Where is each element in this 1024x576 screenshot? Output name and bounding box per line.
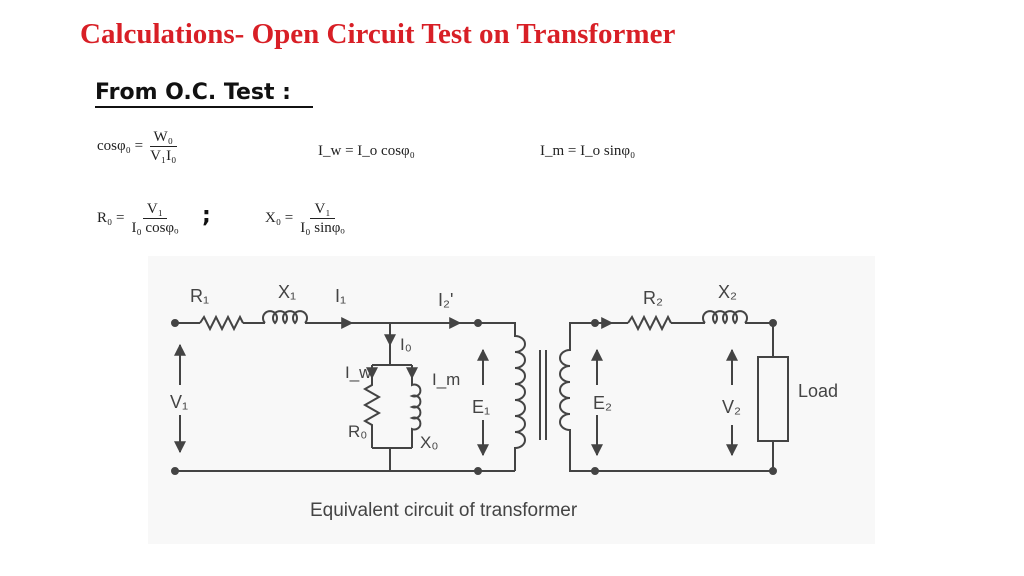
x1-label: X₁ <box>278 282 296 302</box>
i1-label: I₁ <box>335 286 346 306</box>
primary-winding <box>478 322 526 471</box>
denominator: V₁I₀ <box>150 148 177 164</box>
x0-inductor <box>409 365 422 448</box>
numerator: V₁ <box>310 200 335 219</box>
io-label: I₀ <box>400 335 412 354</box>
slide-title: Calculations- Open Circuit Test on Trans… <box>80 18 676 50</box>
denominator: I₀ sinφₒ <box>300 220 345 236</box>
terminal-node <box>171 467 179 475</box>
x2-label: X₂ <box>718 282 737 302</box>
e2-label: E₂ <box>593 393 612 413</box>
primary-top-wire <box>175 310 478 332</box>
denominator: I₀ cosφₒ <box>131 220 179 236</box>
diagram-caption: Equivalent circuit of transformer <box>310 500 578 521</box>
load-box <box>757 356 789 442</box>
formula-x0: X₀ = V₁ I₀ sinφₒ <box>265 200 352 237</box>
formula-lhs: X₀ = <box>265 210 294 226</box>
iw-label: I_w <box>345 363 372 382</box>
r0-label: R₀ <box>348 422 367 441</box>
i2p-label: I₂' <box>438 290 453 310</box>
r2-label: R₂ <box>643 288 663 308</box>
numerator: W₀ <box>149 128 177 147</box>
shunt-branch <box>362 323 422 471</box>
terminal-node <box>769 319 777 327</box>
r2-resistor <box>627 314 672 332</box>
numerator: V₁ <box>142 200 167 219</box>
im-label: I_m <box>432 370 460 389</box>
formula-im: I_m = I_o sinφ₀ <box>540 143 636 159</box>
formula-lhs: R₀ = <box>97 210 125 226</box>
r0-resistor <box>362 365 382 448</box>
circuit-panel <box>148 256 875 544</box>
fraction: V₁ I₀ sinφₒ <box>296 200 348 237</box>
formula-r0: R₀ = V₁ I₀ cosφₒ <box>97 200 185 237</box>
terminal-node <box>171 319 179 327</box>
x0-label: X₀ <box>420 433 438 452</box>
formula-iw: I_w = I_o cosφ₀ <box>318 143 415 159</box>
terminal-node <box>591 467 599 475</box>
terminal-node <box>474 467 482 475</box>
formula-cos-phi0: cosφ₀ = W₀ V₁I₀ <box>97 128 183 165</box>
load-label: Load <box>798 381 838 401</box>
section-heading: From O.C. Test : <box>95 80 313 108</box>
fraction: W₀ V₁I₀ <box>146 128 180 165</box>
e1-label: E₁ <box>472 397 490 417</box>
formula-lhs: cosφ₀ = <box>97 138 144 154</box>
v2-label: V₂ <box>722 397 741 417</box>
v1-label: V₁ <box>170 392 188 412</box>
secondary-winding <box>559 322 773 472</box>
terminal-node <box>769 467 777 475</box>
r1-resistor <box>199 314 244 332</box>
r1-label: R₁ <box>190 286 209 306</box>
fraction: V₁ I₀ cosφₒ <box>127 200 182 237</box>
formula-separator: ; <box>202 203 211 228</box>
x1-inductor <box>262 310 308 325</box>
x2-inductor <box>702 310 748 325</box>
